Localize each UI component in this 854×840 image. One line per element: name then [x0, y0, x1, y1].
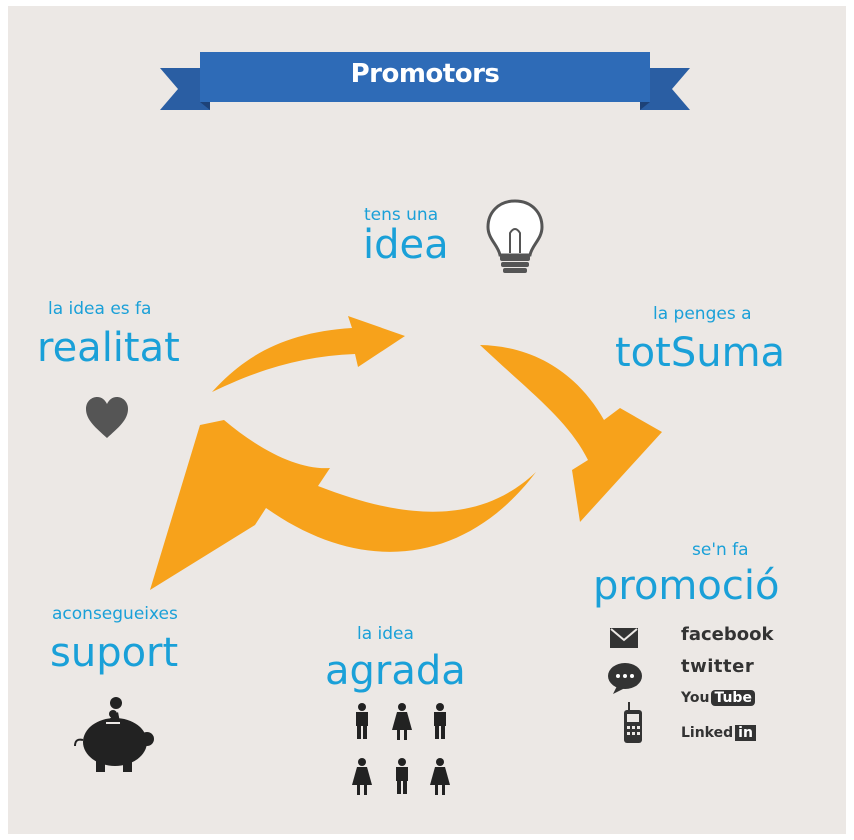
piggy-bank-icon [74, 697, 154, 772]
step-agrada-big: agrada [325, 648, 466, 694]
banner-title: Promotors [350, 59, 500, 89]
step-realitat-big: realitat [37, 325, 180, 371]
lightbulb-icon [486, 199, 544, 273]
step-agrada-small: la idea [357, 624, 414, 644]
step-totsuma-big: totSuma [615, 330, 786, 376]
envelope-icon [610, 628, 638, 648]
arrow-bottom [150, 420, 536, 590]
step-idea-small: tens una [364, 205, 439, 225]
arrow-right [480, 345, 662, 522]
step-promocio-small: se'n fa [692, 540, 749, 560]
banner-ribbon [160, 52, 690, 110]
mobile-phone-icon [624, 702, 642, 743]
step-totsuma-small: la penges a [653, 304, 752, 324]
youtube-tube: Tube [711, 690, 755, 706]
heart-icon [86, 397, 128, 438]
chat-bubble-icon [608, 663, 642, 694]
infographic-panel [8, 6, 846, 834]
linkedin-in: in [735, 725, 756, 741]
linkedin-text: Linked [681, 725, 734, 741]
youtube-you: You [681, 690, 710, 706]
people-icon [352, 703, 450, 795]
step-idea-big: idea [363, 222, 449, 268]
step-realitat-small: la idea es fa [48, 299, 152, 319]
twitter-label: twitter [681, 656, 755, 677]
step-suport-small: aconsegueixes [52, 604, 178, 624]
arrow-top [212, 316, 405, 392]
step-promocio-big: promoció [593, 563, 780, 609]
facebook-label: facebook [681, 624, 774, 645]
step-suport-big: suport [50, 630, 179, 676]
